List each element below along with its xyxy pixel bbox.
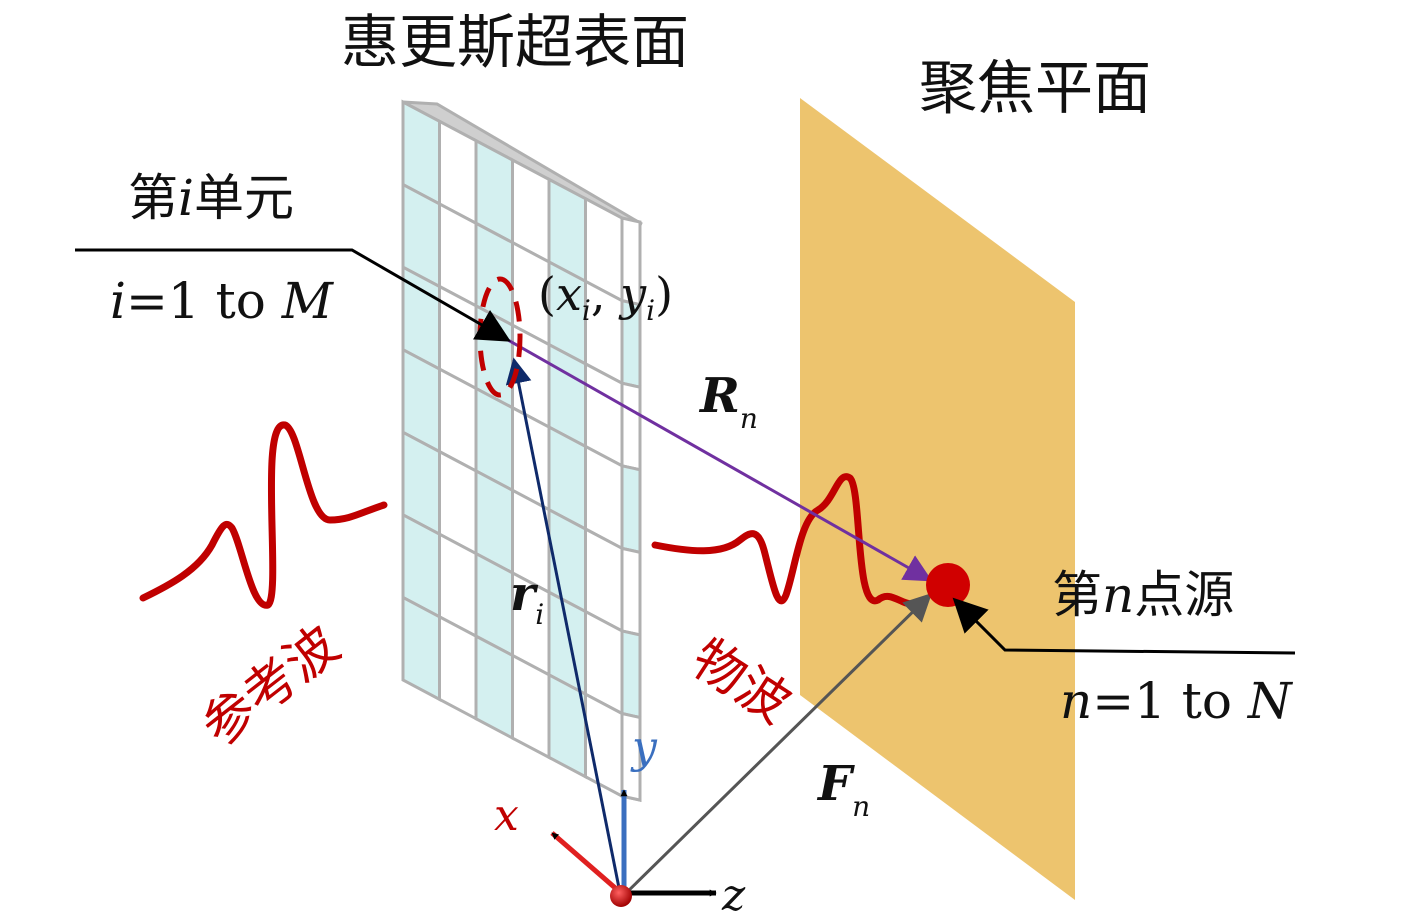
- axis-z-label: z: [721, 870, 746, 921]
- metasurface-unit-cell: [511, 652, 551, 760]
- coordinate-origin: [610, 885, 632, 907]
- point-source: [926, 563, 970, 607]
- axis-y-label: y: [630, 722, 658, 773]
- metasurface-side-cell: [620, 629, 642, 720]
- object-wave: [651, 473, 916, 608]
- metasurface-unit-cell: [401, 594, 441, 702]
- huygens-metasurface: [401, 99, 643, 802]
- metasurface-unit-cell: [474, 633, 514, 741]
- element-coordinate: (xi, yi): [538, 267, 673, 327]
- point-source-range: n=1 to N: [1060, 672, 1294, 730]
- point-source-label: 第n点源: [1052, 566, 1234, 624]
- element-label: 第i单元: [128, 169, 294, 227]
- r-vector-arrow: [505, 357, 623, 899]
- reference-wave-label: 参考波: [191, 615, 351, 758]
- focal-plane-title: 聚焦平面: [919, 54, 1151, 122]
- R-vector-label: Rn: [698, 368, 758, 435]
- axis-x-arrow: [550, 831, 623, 895]
- point-leader-line: [952, 597, 1296, 655]
- object-wave-label: 物波: [681, 629, 801, 736]
- metasurface-title: 惠更斯超表面: [341, 8, 689, 76]
- axis-x-label: x: [494, 790, 519, 841]
- R-vector-arrow: [507, 338, 933, 582]
- r-vector-label: ri: [510, 566, 544, 631]
- element-leader-line: [75, 248, 511, 342]
- focal-plane: [800, 98, 1075, 900]
- F-vector-arrow: [619, 593, 932, 900]
- metasurface-side-cell: [620, 463, 642, 555]
- F-vector-label: Fn: [816, 756, 870, 823]
- reference-wave: [139, 421, 388, 609]
- metasurface-side-cell: [620, 546, 642, 637]
- metasurface-side-cell: [620, 381, 642, 472]
- element-range: i=1 to M: [110, 272, 335, 330]
- metasurface-unit-cell: [438, 614, 478, 722]
